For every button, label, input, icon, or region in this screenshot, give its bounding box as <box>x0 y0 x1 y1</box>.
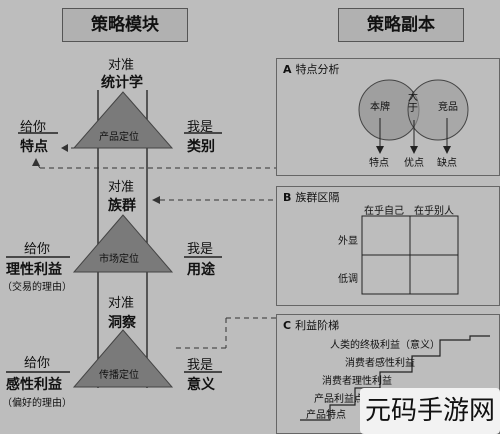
target-name-2: 族群 <box>108 198 136 214</box>
left-main-2: 理性利益 <box>6 262 62 278</box>
ladder-step-1: 人类的终极利益（意义） <box>330 340 440 351</box>
output-disadvantage: 缺点 <box>437 158 457 169</box>
header-strategy-module: 策略模块 <box>62 8 188 42</box>
left-top-2: 给你 <box>24 242 51 257</box>
output-feature: 特点 <box>369 158 389 169</box>
target-name-3: 洞察 <box>108 315 136 331</box>
triangle-label-2: 市场定位 <box>99 254 139 265</box>
right-main-3: 意义 <box>187 377 215 393</box>
grid-row-2: 低调 <box>338 274 358 285</box>
target-prefix-2: 对准 <box>108 180 135 195</box>
target-name-1: 统计学 <box>101 75 143 91</box>
ladder-step-5: 产品特点 <box>306 410 346 421</box>
venn-middle-label: 大于 <box>408 92 418 114</box>
triangle-1 <box>72 91 174 149</box>
ladder-step-4: 产品利益点 <box>314 394 364 405</box>
ladder-step-2: 消费者感性利益 <box>345 358 415 369</box>
left-main-1: 特点 <box>20 139 48 155</box>
left-sub-2: （交易的理由） <box>2 282 72 293</box>
grid-row-1: 外显 <box>338 236 358 247</box>
triangle-3 <box>72 329 174 388</box>
target-prefix-1: 对准 <box>108 58 135 73</box>
right-top-3: 我是 <box>187 358 214 373</box>
left-main-3: 感性利益 <box>6 377 62 393</box>
grid-col-1: 在乎自己 <box>364 206 404 217</box>
triangle-label-3: 传播定位 <box>99 370 139 381</box>
right-main-1: 类别 <box>187 139 215 155</box>
left-top-1: 给你 <box>20 120 47 135</box>
right-top-1: 我是 <box>187 120 214 135</box>
venn-right-label: 竞品 <box>438 102 458 113</box>
venn-left-label: 本牌 <box>370 102 390 113</box>
right-main-2: 用途 <box>187 262 215 278</box>
watermark-logo: 元码手游网 <box>360 388 500 434</box>
right-top-2: 我是 <box>187 242 214 257</box>
target-prefix-3: 对准 <box>108 296 135 311</box>
ladder-step-3: 消费者理性利益 <box>322 376 392 387</box>
output-advantage: 优点 <box>404 158 424 169</box>
triangle-2 <box>72 214 174 273</box>
header-strategy-copy: 策略副本 <box>338 8 464 42</box>
left-top-3: 给你 <box>24 356 51 371</box>
grid-col-2: 在乎别人 <box>414 206 454 217</box>
triangle-label-1: 产品定位 <box>99 132 139 143</box>
left-sub-3: （偏好的理由） <box>2 398 72 409</box>
